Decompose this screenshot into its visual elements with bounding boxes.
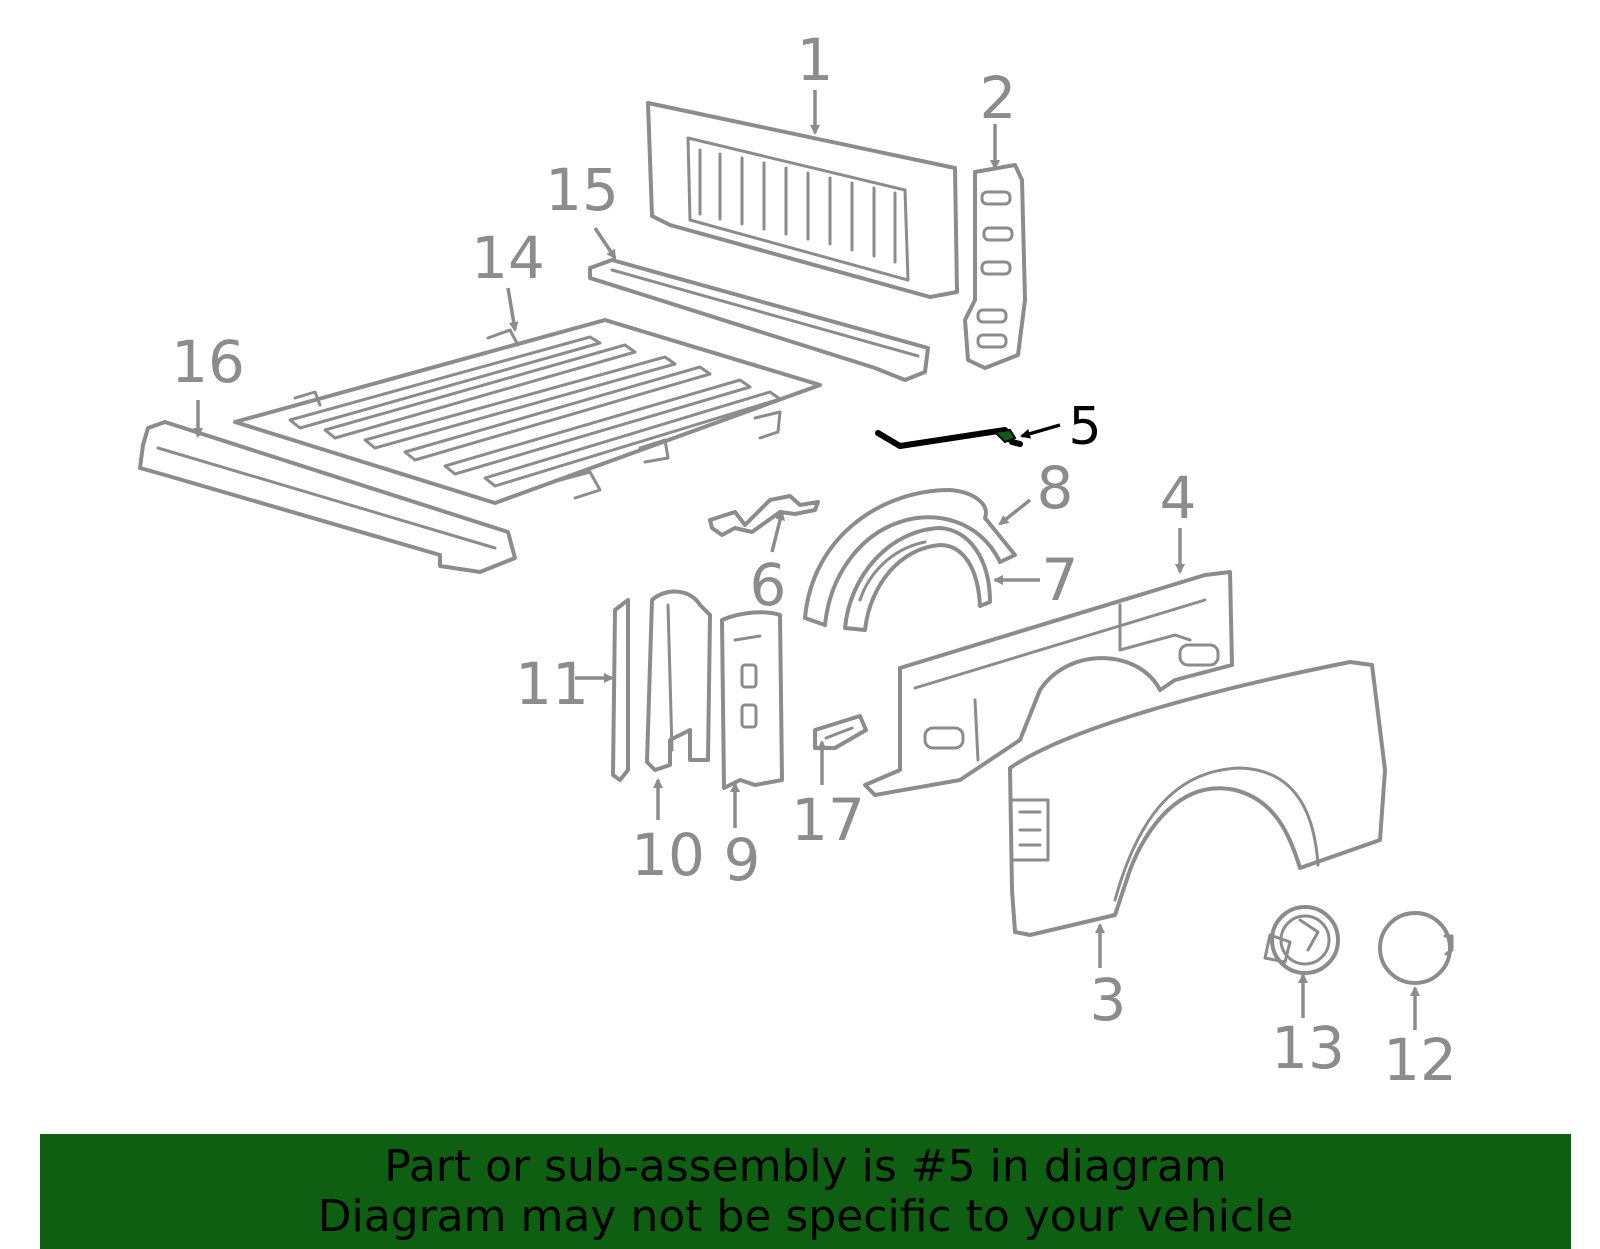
callout-7: 7 [1042, 546, 1079, 614]
part-13-fuel-door-housing [1263, 905, 1340, 975]
part-15-front-sill [588, 258, 930, 382]
part-17-bracket [813, 714, 868, 750]
part-6-bracket [708, 494, 820, 537]
part-1-front-panel [646, 101, 959, 299]
callout-13: 13 [1271, 1014, 1345, 1082]
part-9-pillar-reinforcement [720, 610, 784, 790]
callout-3: 3 [1090, 966, 1127, 1034]
callout-6: 6 [750, 551, 787, 619]
part-3-outer-side-panel [1008, 660, 1387, 937]
part-4-inner-side-panel [863, 570, 1234, 797]
part-12-fuel-door [1378, 911, 1454, 985]
part-10-pillar-section [645, 589, 712, 772]
leader-lines [193, 90, 1420, 1030]
callout-10: 10 [631, 821, 705, 889]
callout-5: 5 [1068, 397, 1101, 457]
notice-line-part: Part or sub-assembly is #5 in diagram [384, 1140, 1227, 1192]
callout-8: 8 [1037, 454, 1074, 522]
callout-15: 15 [545, 156, 619, 224]
parts-diagram: 1 2 15 14 16 5 8 4 6 7 11 10 9 17 3 13 1… [138, 26, 1457, 1094]
callout-16: 16 [171, 328, 245, 396]
part-16-rear-sill [138, 420, 517, 574]
part-11-strip [611, 598, 630, 782]
part-8-wheelhouse-outer [803, 488, 1017, 627]
callout-14: 14 [471, 224, 545, 292]
callout-17: 17 [791, 786, 865, 854]
callout-1: 1 [797, 26, 834, 94]
callout-labels: 1 2 15 14 16 5 8 4 6 7 11 10 9 17 3 13 1… [171, 26, 1457, 1094]
callout-2: 2 [980, 64, 1017, 132]
callout-4: 4 [1160, 464, 1197, 532]
part-14-bed-floor [233, 318, 822, 505]
callout-12: 12 [1383, 1026, 1457, 1094]
highlight-notice-banner: Part or sub-assembly is #5 in diagram Di… [40, 1134, 1571, 1249]
notice-line-disclaimer: Diagram may not be specific to your vehi… [317, 1190, 1294, 1242]
callout-11: 11 [515, 650, 589, 718]
part-2-front-pillar [963, 163, 1027, 370]
part-7-wheelhouse-inner [843, 526, 992, 632]
callout-9: 9 [724, 826, 761, 894]
part-5-brace-highlighted [875, 427, 1023, 449]
